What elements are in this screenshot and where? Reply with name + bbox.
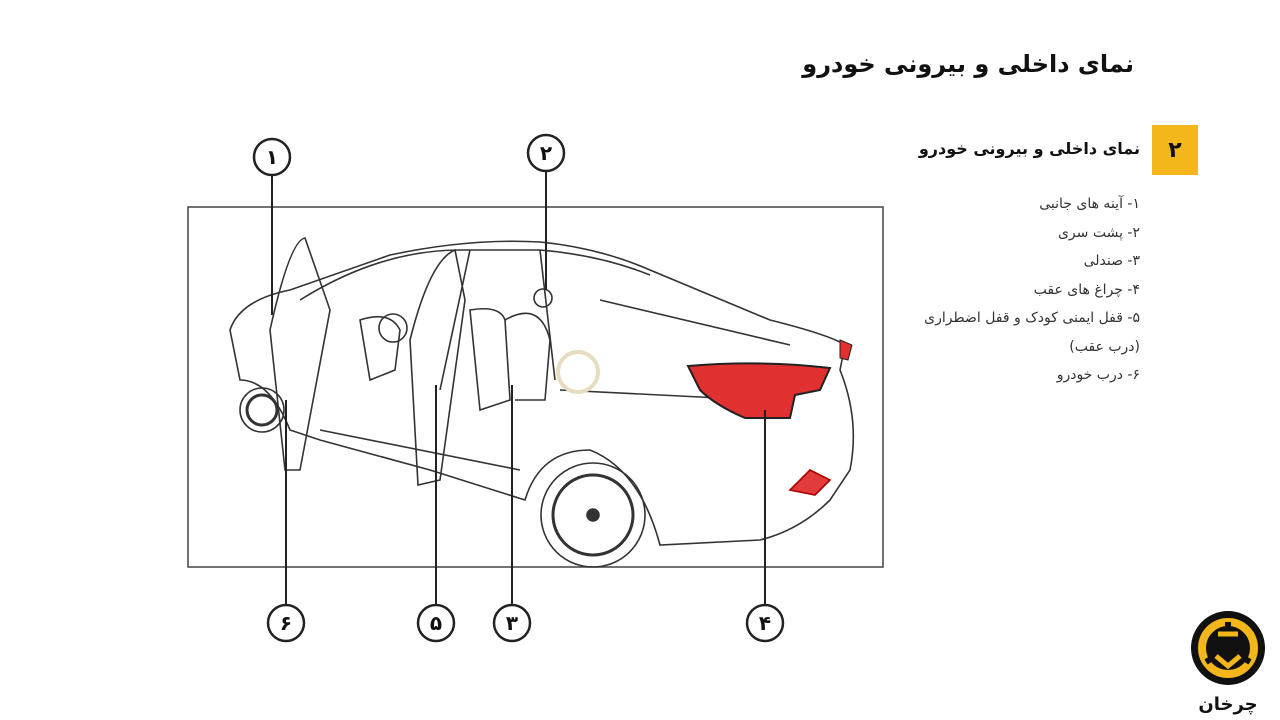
legend-item: ۴- چراغ های عقب	[1033, 281, 1140, 298]
legend-item: ۲- پشت سری	[1057, 224, 1140, 241]
callout-6	[266, 603, 306, 643]
callout-lines	[271, 171, 766, 605]
callout-label: ۳	[506, 611, 518, 635]
watermark-logo	[556, 350, 600, 394]
page-title: نمای داخلی و بیرونی خودرو	[802, 50, 1134, 78]
car-illustration	[229, 237, 855, 568]
callout-5	[416, 603, 456, 643]
callout-label: ۲	[540, 141, 552, 165]
callout-label: ۴	[759, 611, 771, 635]
callout-label: ۶	[280, 611, 292, 635]
callout-1	[252, 137, 292, 177]
parts-legend: ۱- آینه های جانبی ۲- پشت سری ۳- صندلی ۴-…	[924, 190, 1140, 390]
diagram-frame	[187, 206, 884, 568]
tail-lamp	[686, 362, 832, 419]
callout-3	[492, 603, 532, 643]
legend-item: ۳- صندلی	[1083, 253, 1140, 269]
callout-2	[526, 133, 566, 173]
callout-label: ۱	[266, 145, 278, 169]
section-number-badge: ۲	[1152, 125, 1198, 175]
brand-logo: چرخان	[1190, 610, 1266, 715]
legend-item: ۵- قفل ایمنی کودک و قفل اضطراری	[924, 310, 1140, 326]
legend-item: ۶- درب خودرو	[1056, 367, 1140, 383]
section-title: نمای داخلی و بیرونی خودرو	[918, 139, 1140, 158]
legend-item: ۱- آینه های جانبی	[1039, 196, 1140, 212]
logo-emblem-icon	[1191, 611, 1265, 685]
callout-4	[745, 603, 785, 643]
logo-text: چرخان	[1198, 694, 1258, 715]
legend-item: (درب عقب)	[1069, 338, 1140, 355]
callout-label: ۵	[430, 611, 442, 635]
